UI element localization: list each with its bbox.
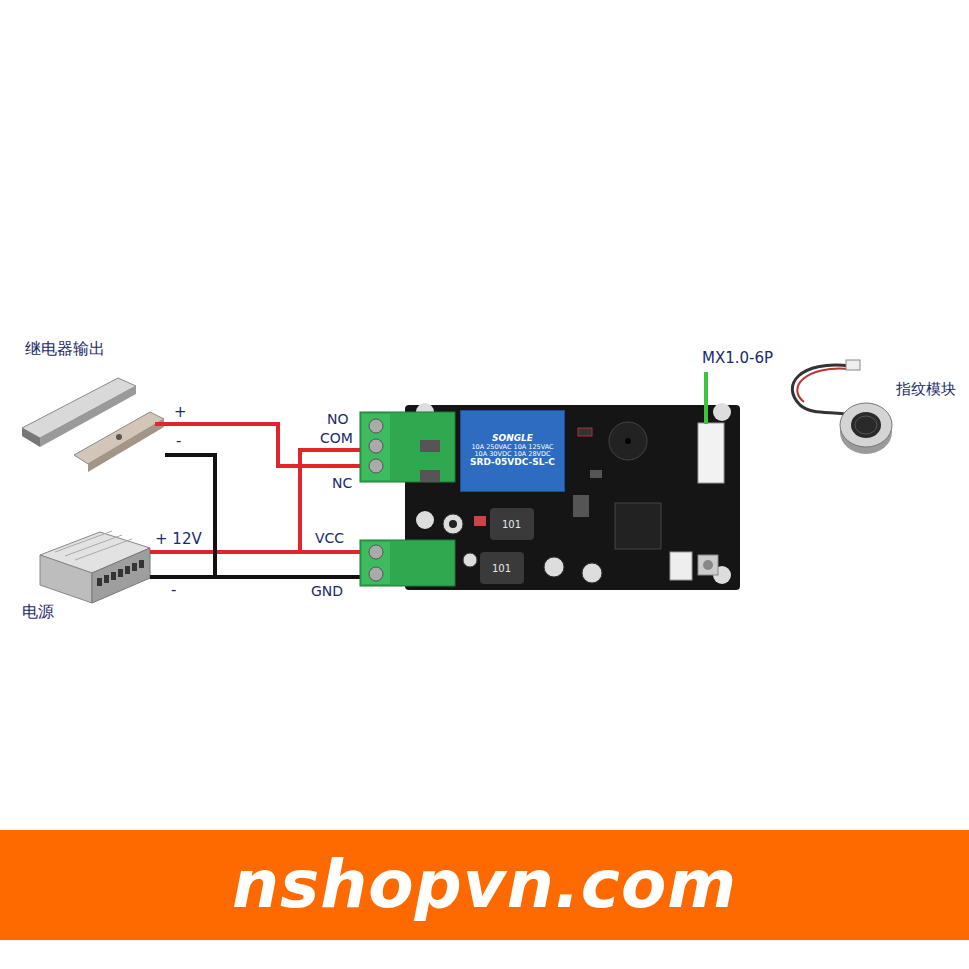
relay-brand: SONGLE (492, 434, 533, 444)
pin-name: NO (327, 412, 349, 427)
wires (150, 424, 360, 577)
polarity-mark: - (176, 433, 181, 450)
component-marking: 101 (492, 563, 511, 574)
part-label: 指纹模块 (896, 381, 956, 398)
watermark-text: nshopvn.com (232, 849, 737, 922)
part-label: 电源 (22, 603, 54, 621)
pin-name: VCC (315, 531, 344, 546)
power-supply (40, 531, 150, 603)
connector-line (704, 372, 708, 424)
polarity-mark: + (174, 404, 187, 421)
relay-box: SONGLE10A 250VAC 10A 125VAC 10A 30VDC 10… (460, 410, 565, 492)
pin-name: NC (332, 476, 352, 491)
component-marking: 101 (502, 519, 521, 530)
polarity-mark: - (171, 582, 176, 599)
part-label: 继电器输出 (25, 340, 105, 358)
relay-model: SRD-05VDC-SL-C (470, 458, 555, 468)
pin-name: COM (320, 431, 353, 446)
voltage-label: + 12V (155, 531, 202, 548)
pin-name: GND (311, 584, 343, 599)
fingerprint-module (792, 360, 892, 454)
controller-board (360, 403, 740, 590)
brand-band: nshopvn.com (0, 830, 969, 940)
relay-rating: 10A 250VAC 10A 125VAC 10A 30VDC 10A 28VD… (465, 444, 561, 458)
magnetic-lock (22, 378, 164, 472)
connector-label: MX1.0-6P (702, 350, 773, 367)
